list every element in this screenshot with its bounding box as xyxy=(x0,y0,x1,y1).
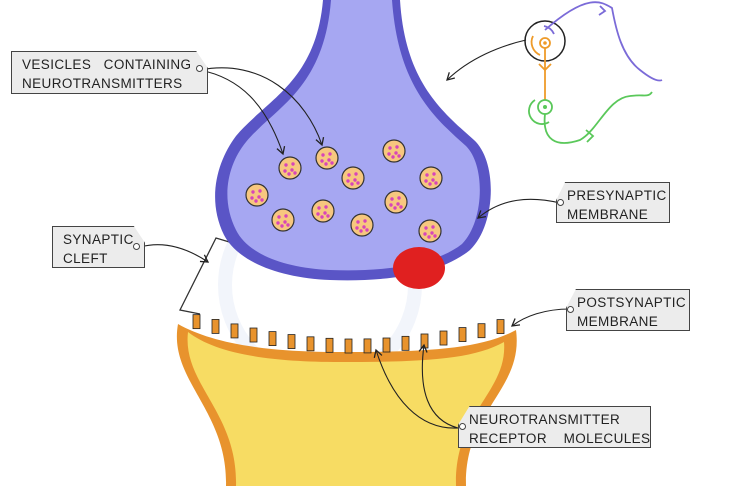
receptor-molecule xyxy=(230,323,239,339)
vesicle xyxy=(315,146,339,170)
vesicle xyxy=(341,166,365,190)
label-presynaptic-membrane: PRESYNAPTIC MEMBRANE xyxy=(556,182,670,223)
receptor-molecule xyxy=(287,334,296,349)
label-cleft-line-1: SYNAPTIC xyxy=(63,232,134,247)
receptor-molecule xyxy=(249,327,258,343)
label-presynaptic-line-1: PRESYNAPTIC xyxy=(567,188,667,203)
label-presynaptic-line-2: MEMBRANE xyxy=(567,207,649,222)
receptor-molecule xyxy=(268,331,277,347)
label-vesicles-containing-neurotransmitters: VESICLES CONTAINING NEUROTRANSMITTERS xyxy=(11,51,208,94)
receptor-molecule xyxy=(211,319,220,334)
receptor-molecule xyxy=(458,327,467,342)
label-vesicles-line-1: VESICLES CONTAINING xyxy=(22,57,192,72)
postsynaptic-cell-body xyxy=(187,332,505,486)
postsynaptic-neuron xyxy=(176,314,517,486)
label-receptor-line-1: NEUROTRANSMITTER xyxy=(469,412,621,427)
receptor-molecule xyxy=(363,338,372,354)
vesicle xyxy=(418,219,442,243)
vesicle xyxy=(278,156,302,180)
label-receptor-line-2: RECEPTOR MOLECULES xyxy=(469,431,651,446)
presynaptic-terminal xyxy=(215,0,491,289)
tag-hole-postsynaptic xyxy=(567,306,574,313)
inset-arrow xyxy=(446,39,527,81)
vesicle xyxy=(271,208,295,232)
label-neurotransmitter-receptor-molecules: NEUROTRANSMITTER RECEPTOR MOLECULES xyxy=(458,406,651,448)
synaptic-cleft-bracket xyxy=(179,237,237,315)
label-postsynaptic-line-2: MEMBRANE xyxy=(577,314,659,329)
tag-hole-vesicles xyxy=(196,65,203,72)
vesicle xyxy=(382,139,406,163)
label-cleft-line-2: CLEFT xyxy=(63,251,108,266)
vesicle xyxy=(350,213,374,237)
vesicle xyxy=(384,190,408,214)
label-vesicles-line-2: NEUROTRANSMITTERS xyxy=(22,76,183,91)
receptor-molecule xyxy=(306,336,315,352)
postsynaptic-arrow xyxy=(510,308,571,327)
vesicle xyxy=(245,183,269,207)
tag-hole-receptor xyxy=(459,423,466,430)
receptor-arrow-2 xyxy=(418,343,459,429)
receptor-molecule xyxy=(382,337,391,353)
receptor-molecule xyxy=(477,323,486,339)
receptor-molecule xyxy=(401,335,410,351)
released-neurotransmitter-blob xyxy=(393,247,445,289)
receptor-molecule xyxy=(439,330,448,346)
vesicle-arrow-2 xyxy=(199,67,325,147)
cleft-arrow xyxy=(139,244,210,263)
neuron-connection-icon xyxy=(524,1,663,144)
presynaptic-arrow xyxy=(476,198,561,219)
vesicle xyxy=(419,166,443,190)
vesicle-arrow-1 xyxy=(199,69,286,156)
receptor-molecule xyxy=(192,314,201,330)
tag-hole-cleft xyxy=(133,243,140,250)
receptor-molecule xyxy=(325,337,334,353)
label-postsynaptic-membrane: POSTSYNAPTIC MEMBRANE xyxy=(566,289,690,331)
presynaptic-cytoplasm xyxy=(227,0,480,271)
label-postsynaptic-line-1: POSTSYNAPTIC xyxy=(577,295,687,310)
receptor-molecules xyxy=(192,314,505,354)
label-synaptic-cleft: SYNAPTIC CLEFT xyxy=(52,226,145,268)
tag-hole-presynaptic xyxy=(557,199,564,206)
receptor-molecule xyxy=(496,319,505,334)
receptor-arrow-1 xyxy=(373,348,459,429)
receptor-molecule xyxy=(420,333,429,349)
receptor-molecule xyxy=(344,338,353,354)
vesicle-group xyxy=(245,139,443,243)
leader-arrows xyxy=(139,39,571,429)
vesicle xyxy=(311,199,335,223)
